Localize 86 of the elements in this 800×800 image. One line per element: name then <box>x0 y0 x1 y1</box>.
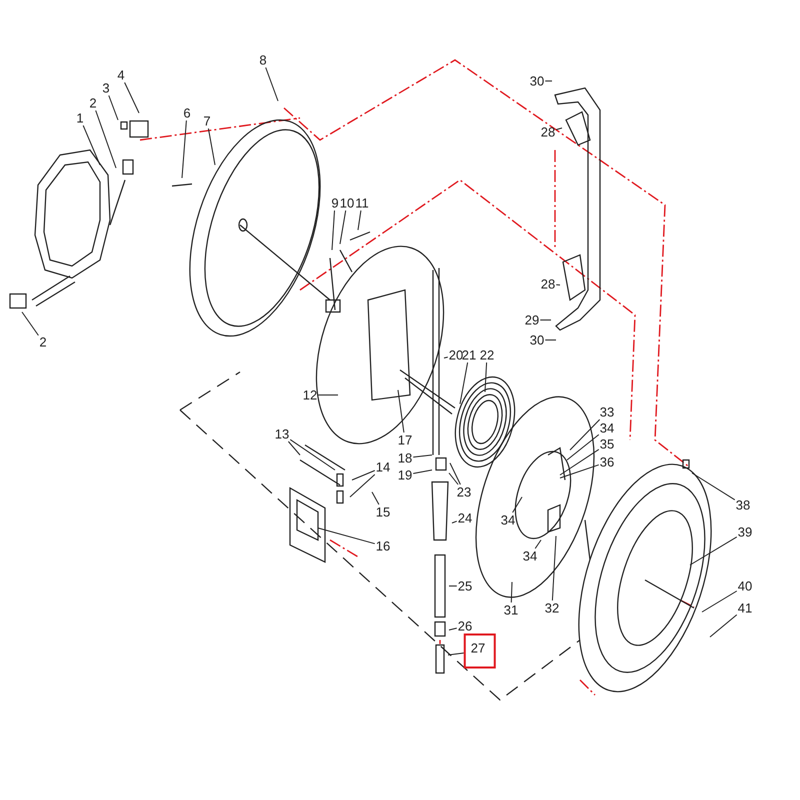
callout-number: 9 <box>330 196 340 210</box>
leader-line <box>352 470 376 480</box>
callout-number: 24 <box>456 510 474 526</box>
callout-number: 10 <box>338 196 356 210</box>
callout-number: 19 <box>396 468 414 482</box>
leader-line <box>108 95 118 120</box>
callout-number: 12 <box>302 388 318 402</box>
callout-number: 28 <box>540 276 556 292</box>
callout-number: 16 <box>374 538 392 554</box>
leader-line <box>450 462 461 485</box>
leader-line <box>560 464 600 478</box>
leader-line <box>340 210 346 244</box>
leader-line <box>484 362 488 392</box>
callout-number: 13 <box>274 426 290 442</box>
leader-line <box>460 362 468 404</box>
leader-line <box>412 454 432 458</box>
callout-number: 30 <box>528 74 546 88</box>
callout-number: 39 <box>736 524 754 540</box>
callout-number: 4 <box>116 68 126 82</box>
leader-line <box>692 472 736 500</box>
leader-line <box>544 80 552 82</box>
leader-line <box>512 496 522 513</box>
leader-line <box>22 312 39 336</box>
callout-number: 18 <box>396 450 414 466</box>
callout-number: 32 <box>544 600 560 616</box>
leader-line <box>556 284 560 286</box>
leader-line <box>318 394 338 396</box>
leader-line <box>556 128 562 130</box>
leader-line <box>398 390 404 433</box>
callout-number: 8 <box>258 52 268 68</box>
callout-number: 29 <box>524 312 540 328</box>
callout-number: 2 <box>38 334 48 350</box>
callout-number: 1 <box>75 110 85 126</box>
leader-line <box>288 441 300 456</box>
callout-number: 25 <box>456 578 474 594</box>
leader-line <box>566 434 600 460</box>
callout-number: 17 <box>396 432 414 448</box>
leader-line <box>318 528 376 544</box>
leader-line <box>372 492 380 505</box>
leader-line <box>350 474 376 498</box>
callout-number: 15 <box>374 504 392 520</box>
leader-line <box>124 82 140 114</box>
callout-number: 27 <box>464 634 496 668</box>
callout-number: 38 <box>734 498 752 512</box>
callout-number: 35 <box>598 436 616 452</box>
leader-line <box>82 125 100 166</box>
leader-line <box>448 628 458 630</box>
callout-number: 2 <box>88 96 98 110</box>
callout-number: 7 <box>202 114 212 128</box>
callout-number: 40 <box>736 578 754 594</box>
leader-line <box>448 472 459 485</box>
leader-line <box>702 590 738 612</box>
callout-number: 28 <box>540 124 556 140</box>
leader-line <box>534 540 542 549</box>
callout-number: 11 <box>354 196 370 210</box>
leader-line <box>332 210 335 250</box>
leader-line <box>710 614 738 638</box>
leader-line <box>358 210 362 230</box>
leader-line <box>444 356 448 358</box>
callout-number: 14 <box>374 460 392 474</box>
callout-number: 33 <box>598 404 616 420</box>
callout-number: 3 <box>101 80 111 96</box>
leader-line <box>208 128 216 166</box>
leader-line <box>290 439 336 470</box>
leader-line <box>570 419 600 450</box>
callout-number: 31 <box>502 602 520 618</box>
leader-line <box>552 536 556 601</box>
callout-number: 30 <box>528 332 546 348</box>
callout-number: 23 <box>456 484 472 500</box>
leader-line <box>95 110 116 168</box>
leader-line <box>182 120 187 178</box>
leader-line <box>265 67 278 102</box>
leader-line <box>412 470 432 474</box>
leader-line <box>452 520 458 524</box>
leader-line <box>448 652 464 656</box>
callout-number: 34 <box>500 512 516 528</box>
callout-number: 6 <box>182 106 192 120</box>
callout-number: 36 <box>598 454 616 470</box>
leader-line <box>690 536 738 566</box>
callout-number: 22 <box>478 348 496 362</box>
callout-number: 34 <box>598 420 616 436</box>
leader-line <box>510 582 512 603</box>
callout-number: 34 <box>522 548 538 564</box>
callout-number: 41 <box>736 600 754 616</box>
callout-number: 26 <box>456 618 474 634</box>
leader-line <box>560 448 600 476</box>
